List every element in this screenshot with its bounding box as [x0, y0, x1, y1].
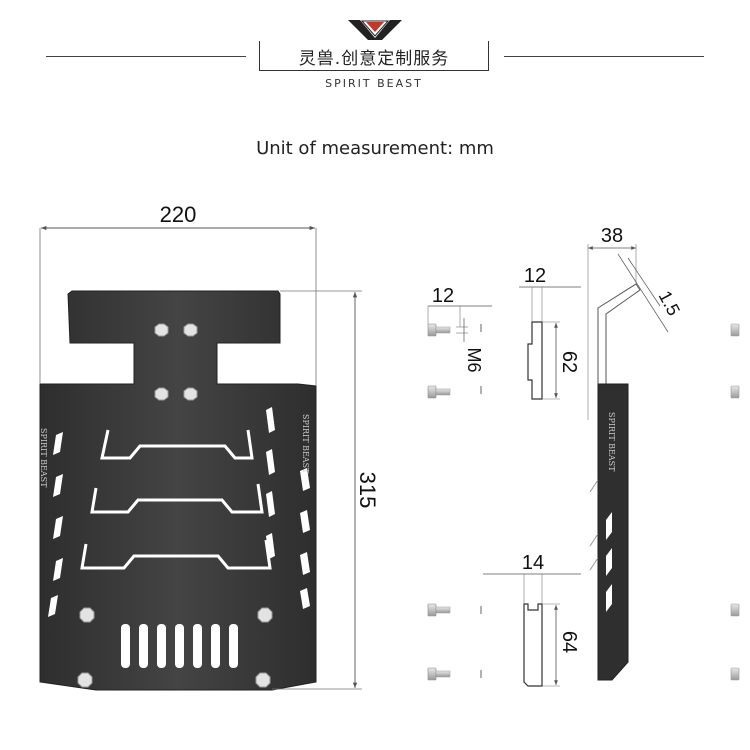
- vent-slots-right: [266, 407, 310, 609]
- header-rule-right: [504, 56, 704, 57]
- skid-plate-side: SPIRIT BEAST 38 1.5: [587, 225, 684, 681]
- edge-bolt-icons: [730, 323, 740, 681]
- vent-slots-left: [48, 432, 63, 617]
- bottom-vent-slots: [121, 624, 238, 668]
- brand-logo-icon: [348, 20, 402, 40]
- bolt-icon: [427, 323, 451, 681]
- skid-plate-front: SPIRIT BEAST SPIRIT BEAST: [39, 290, 317, 691]
- dim-side-offset-label: 38: [601, 225, 623, 247]
- plate-logo-text-right: SPIRIT BEAST: [301, 414, 310, 474]
- dim-spacer-bottom-height-label: 64: [558, 631, 580, 653]
- unit-caption: Unit of measurement: mm: [256, 138, 494, 159]
- dim-height: 315: [272, 290, 380, 690]
- brand-title: 灵兽.创意定制服务: [298, 49, 450, 69]
- bolt-detail: 12 M6: [427, 285, 492, 681]
- dim-thickness-label: 1.5: [655, 287, 684, 318]
- side-vent-slots: [606, 512, 612, 612]
- mount-bolts: [77, 323, 273, 688]
- side-bracket-lines: [589, 479, 599, 571]
- chevron-cutouts: [80, 429, 272, 570]
- dim-bolt-length-label: 12: [432, 285, 454, 307]
- brand-frame: [259, 41, 489, 71]
- plate-logo-text-left: SPIRIT BEAST: [39, 428, 48, 488]
- spacer-top: 12 62: [519, 265, 581, 400]
- dim-height-label: 315: [355, 472, 380, 509]
- brand-subtitle: SPIRIT BEAST: [325, 77, 423, 90]
- spacer-bottom: 14 64: [483, 552, 581, 687]
- dim-spacer-bottom-width-label: 14: [522, 552, 544, 574]
- dim-width-label: 220: [160, 202, 197, 227]
- side-logo-text: SPIRIT BEAST: [607, 412, 616, 472]
- dim-width: 220: [39, 202, 317, 386]
- dim-spacer-top-height-label: 62: [558, 351, 580, 373]
- dim-bolt-thread-label: M6: [464, 347, 484, 372]
- dim-spacer-top-width-label: 12: [524, 265, 546, 287]
- header-rule-left: [46, 56, 246, 57]
